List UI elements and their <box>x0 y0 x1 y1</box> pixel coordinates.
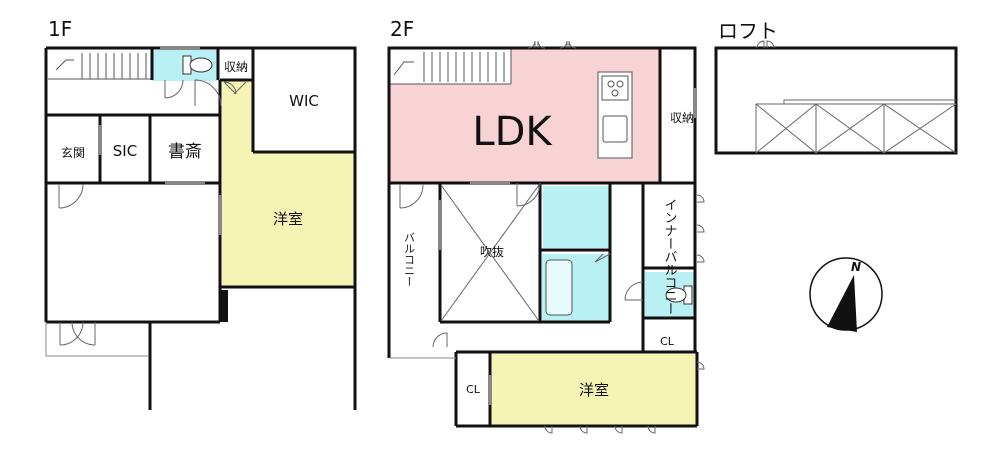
f2-walls <box>387 46 699 428</box>
f2-kitchen <box>597 71 633 159</box>
f1-study-label: 書斎 <box>168 142 202 162</box>
f1-doors <box>58 79 247 346</box>
compass-north-label: N <box>851 260 861 274</box>
f1-windows <box>98 46 222 235</box>
f2-void-label: 吹抜 <box>480 245 504 259</box>
f1-storage-label: 収納 <box>224 60 248 74</box>
f2-stairs <box>389 48 512 85</box>
f2-closet-2-label: CL <box>466 383 481 396</box>
f1-western-room-label: 洋室 <box>273 210 303 228</box>
f1-porch <box>45 322 148 357</box>
floor-1-title: 1F <box>48 17 72 41</box>
f1-wic-label: WIC <box>289 92 319 110</box>
f2-western-room-label: 洋室 <box>579 381 609 399</box>
f2-inner-balcony-label: インナーバルコニー <box>662 198 678 315</box>
f2-bathtub <box>545 259 573 316</box>
f2-western-room-fill <box>491 354 697 425</box>
loft-door <box>756 40 775 49</box>
f1-walls <box>44 46 357 410</box>
floor-2-title: 2F <box>390 17 414 41</box>
f2-storage-label: 収納 <box>670 111 694 125</box>
f2-toilet-icon <box>665 285 693 305</box>
f1-entrance-label: 玄関 <box>61 145 85 160</box>
f2-doors <box>399 40 705 434</box>
f1-wall-block <box>219 290 228 322</box>
f2-closet-label: CL <box>660 335 675 348</box>
f2-void-cross <box>440 184 540 322</box>
f2-balcony-label: バルコニー <box>403 232 416 287</box>
loft-title: ロフト <box>718 19 778 43</box>
loft-storage-grid <box>755 99 957 154</box>
f2-ldk-fill <box>389 48 660 183</box>
f2-windows <box>438 88 697 405</box>
f1-stairs <box>48 53 152 80</box>
f1-western-room-fill <box>222 80 355 287</box>
f1-toilet-icon <box>182 55 213 75</box>
f2-ldk-label: LDK <box>472 109 553 155</box>
f2-washroom-fill <box>543 186 609 248</box>
f1-sic-label: SIC <box>113 142 137 160</box>
compass-icon: N <box>809 257 883 332</box>
